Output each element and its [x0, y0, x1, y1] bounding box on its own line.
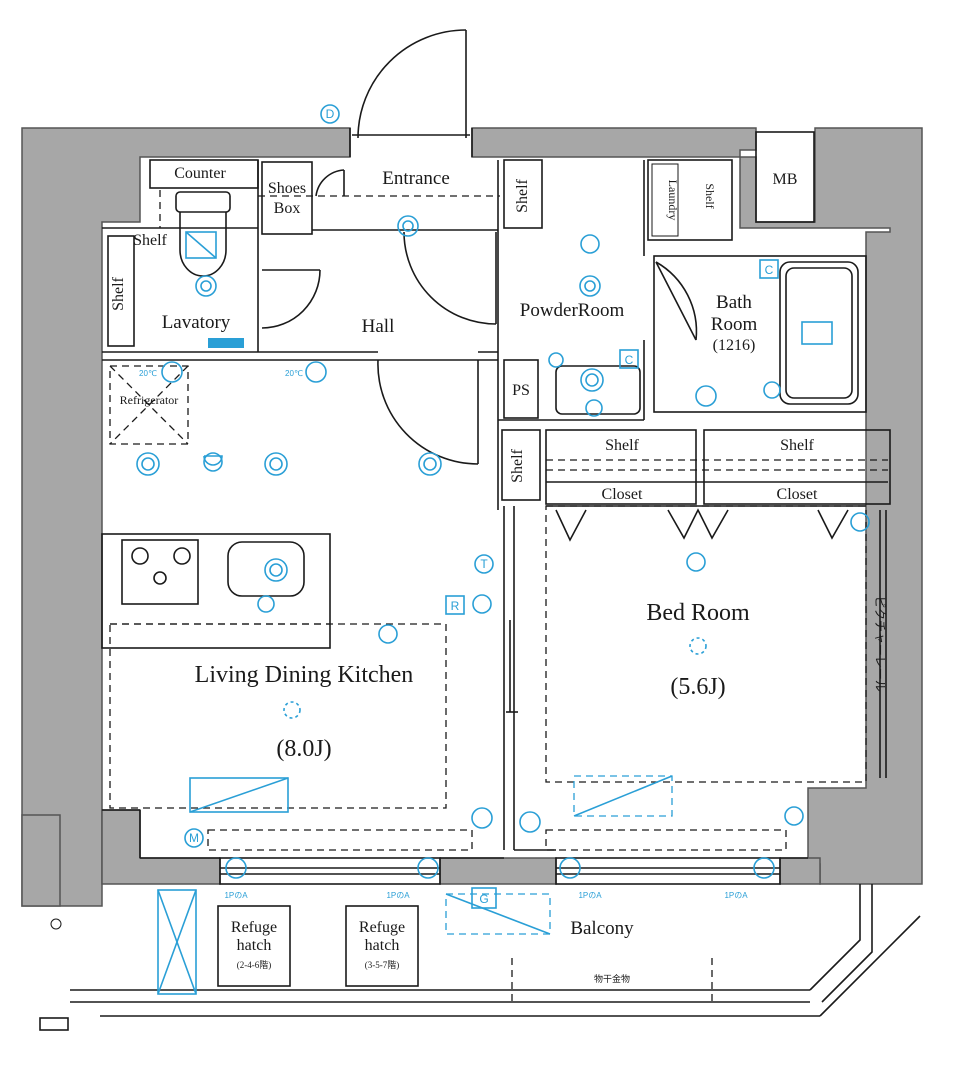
hall-light-label: 20℃ [285, 369, 303, 378]
closet-label-2: Closet [777, 486, 818, 503]
bath-controller-label: C [765, 263, 774, 277]
bath-room-label-1: Bath [716, 292, 752, 313]
laundry-shelf-label: Shelf [703, 183, 717, 208]
meter-box: MB [755, 131, 815, 223]
laundry-label: Laundry [666, 180, 680, 221]
bedroom-side-shelf-label: Shelf [509, 448, 526, 482]
doors [261, 29, 698, 713]
outlet-label-1: 1PのA [224, 891, 248, 900]
lavatory-shelf-label: Shelf [133, 232, 167, 249]
ldk-size-label: (8.0J) [276, 736, 331, 762]
ps-label: PS [512, 382, 530, 399]
windows [219, 857, 781, 885]
powder-room-label: PowderRoom [520, 300, 625, 321]
closet-shelf-label-1: Shelf [605, 437, 639, 454]
bed-size-label: (5.6J) [670, 674, 725, 700]
mb-label: MB [773, 171, 798, 188]
outlet-label-3: 1PのA [578, 891, 602, 900]
shoes-box-label-1: Shoes [268, 180, 306, 197]
hall-label: Hall [362, 316, 395, 337]
closet-label-1: Closet [602, 486, 643, 503]
shoes-box-label-2: Box [274, 200, 301, 217]
entrance-label: Entrance [382, 168, 450, 189]
monitor-label: M [189, 831, 199, 845]
interior-walls [102, 128, 891, 859]
picture-rail-label: ピクチャーレール [873, 596, 887, 692]
drying-hardware-label: 物干金物 [594, 973, 630, 984]
bed-room-label: Bed Room [646, 600, 750, 626]
bath-room-label-2: Room [711, 314, 758, 335]
door-chime-label: D [326, 107, 335, 121]
balcony [39, 884, 921, 1031]
lavatory-light-label: 20℃ [139, 369, 157, 378]
refuge-hatch-a-floors: (2-4-6階) [237, 960, 272, 970]
bath-size-label: (1216) [713, 337, 756, 354]
refuge-hatch-b-label-1: Refuge [359, 919, 405, 936]
remote-label: R [451, 599, 460, 613]
equipment-symbols [136, 104, 870, 909]
lavatory-side-shelf-label: Shelf [110, 276, 127, 310]
refuge-hatch-b-floors: (3-5-7階) [365, 960, 400, 970]
refuge-hatch-a-label-2: hatch [237, 937, 272, 954]
room-labels: Counter Shoes Box Entrance Shelf Shelf L… [110, 165, 887, 984]
closet-shelf-label-2: Shelf [780, 437, 814, 454]
entrance-shelf-label: Shelf [514, 178, 531, 212]
refrigerator-label: Refrigerator [120, 393, 179, 407]
powder-controller-label: C [625, 353, 634, 367]
gas-label: G [479, 892, 488, 906]
outlet-label-4: 1PのA [724, 891, 748, 900]
symbol-labels: D C C R T M G 1PのA 1PのA 1PのA 1PのA 20℃ 20… [139, 107, 774, 906]
ldk-label: Living Dining Kitchen [195, 662, 414, 688]
balcony-label: Balcony [570, 918, 634, 939]
exterior-walls [21, 127, 923, 907]
counter-label: Counter [174, 165, 226, 182]
phone-label: T [480, 557, 488, 571]
lavatory-label: Lavatory [162, 312, 231, 333]
outlet-label-2: 1PのA [386, 891, 410, 900]
fixtures [101, 190, 887, 851]
refuge-hatch-a-label-1: Refuge [231, 919, 277, 936]
refuge-hatch-b-label-2: hatch [365, 937, 400, 954]
